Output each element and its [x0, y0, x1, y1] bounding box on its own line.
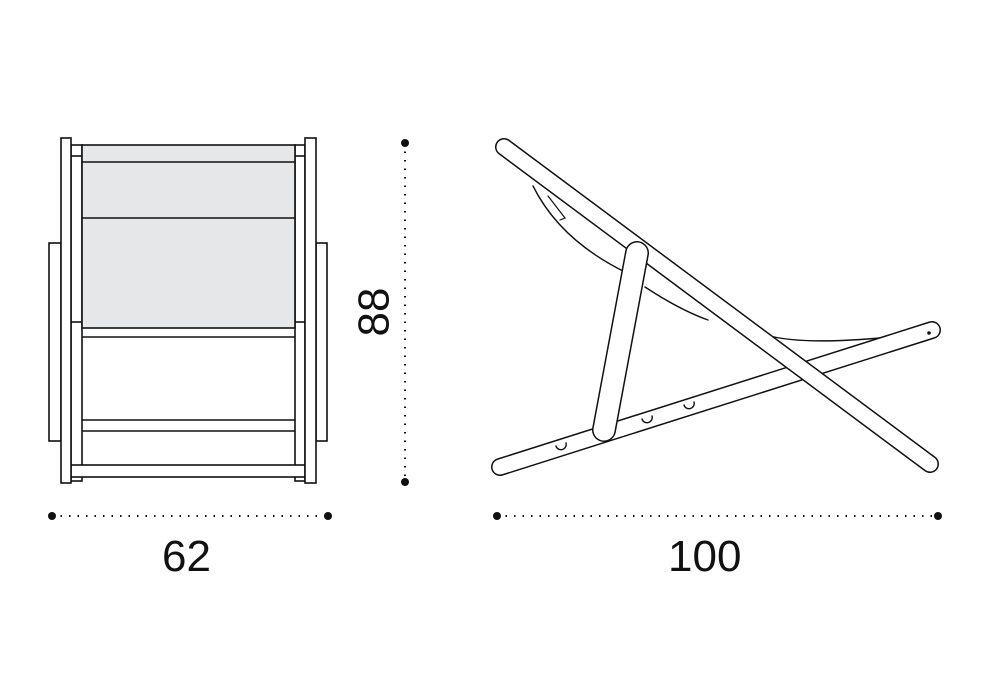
notches: [555, 401, 695, 451]
dim-dot: [934, 512, 942, 520]
right-arm: [315, 242, 328, 442]
canvas-sling: [765, 334, 881, 342]
pivot-hole: [927, 331, 931, 335]
dim-dot: [401, 478, 409, 486]
left-upright: [60, 137, 72, 484]
dimension-lines: [48, 139, 942, 520]
left-inner-rail: [70, 144, 83, 482]
front-view: [48, 137, 328, 484]
support-strut: [592, 241, 649, 442]
right-upright: [304, 137, 317, 484]
bottom-leg: [491, 321, 941, 476]
dim-dot: [401, 139, 409, 147]
canvas-fold: [547, 195, 566, 221]
dim-dot: [48, 512, 56, 520]
fabric-seat: [81, 144, 296, 329]
canvas-sling: [644, 286, 709, 321]
depth-label: 100: [668, 532, 742, 581]
canvas-sling: [532, 185, 626, 273]
side-view: [491, 138, 941, 476]
bottom-bar: [70, 464, 306, 478]
right-inner-rail: [294, 144, 306, 482]
width-label: 62: [162, 532, 211, 581]
left-arm: [48, 242, 62, 442]
dim-dot: [324, 512, 332, 520]
back-bar: [495, 138, 939, 473]
height-label: 88: [349, 287, 399, 337]
dim-dot: [493, 512, 501, 520]
